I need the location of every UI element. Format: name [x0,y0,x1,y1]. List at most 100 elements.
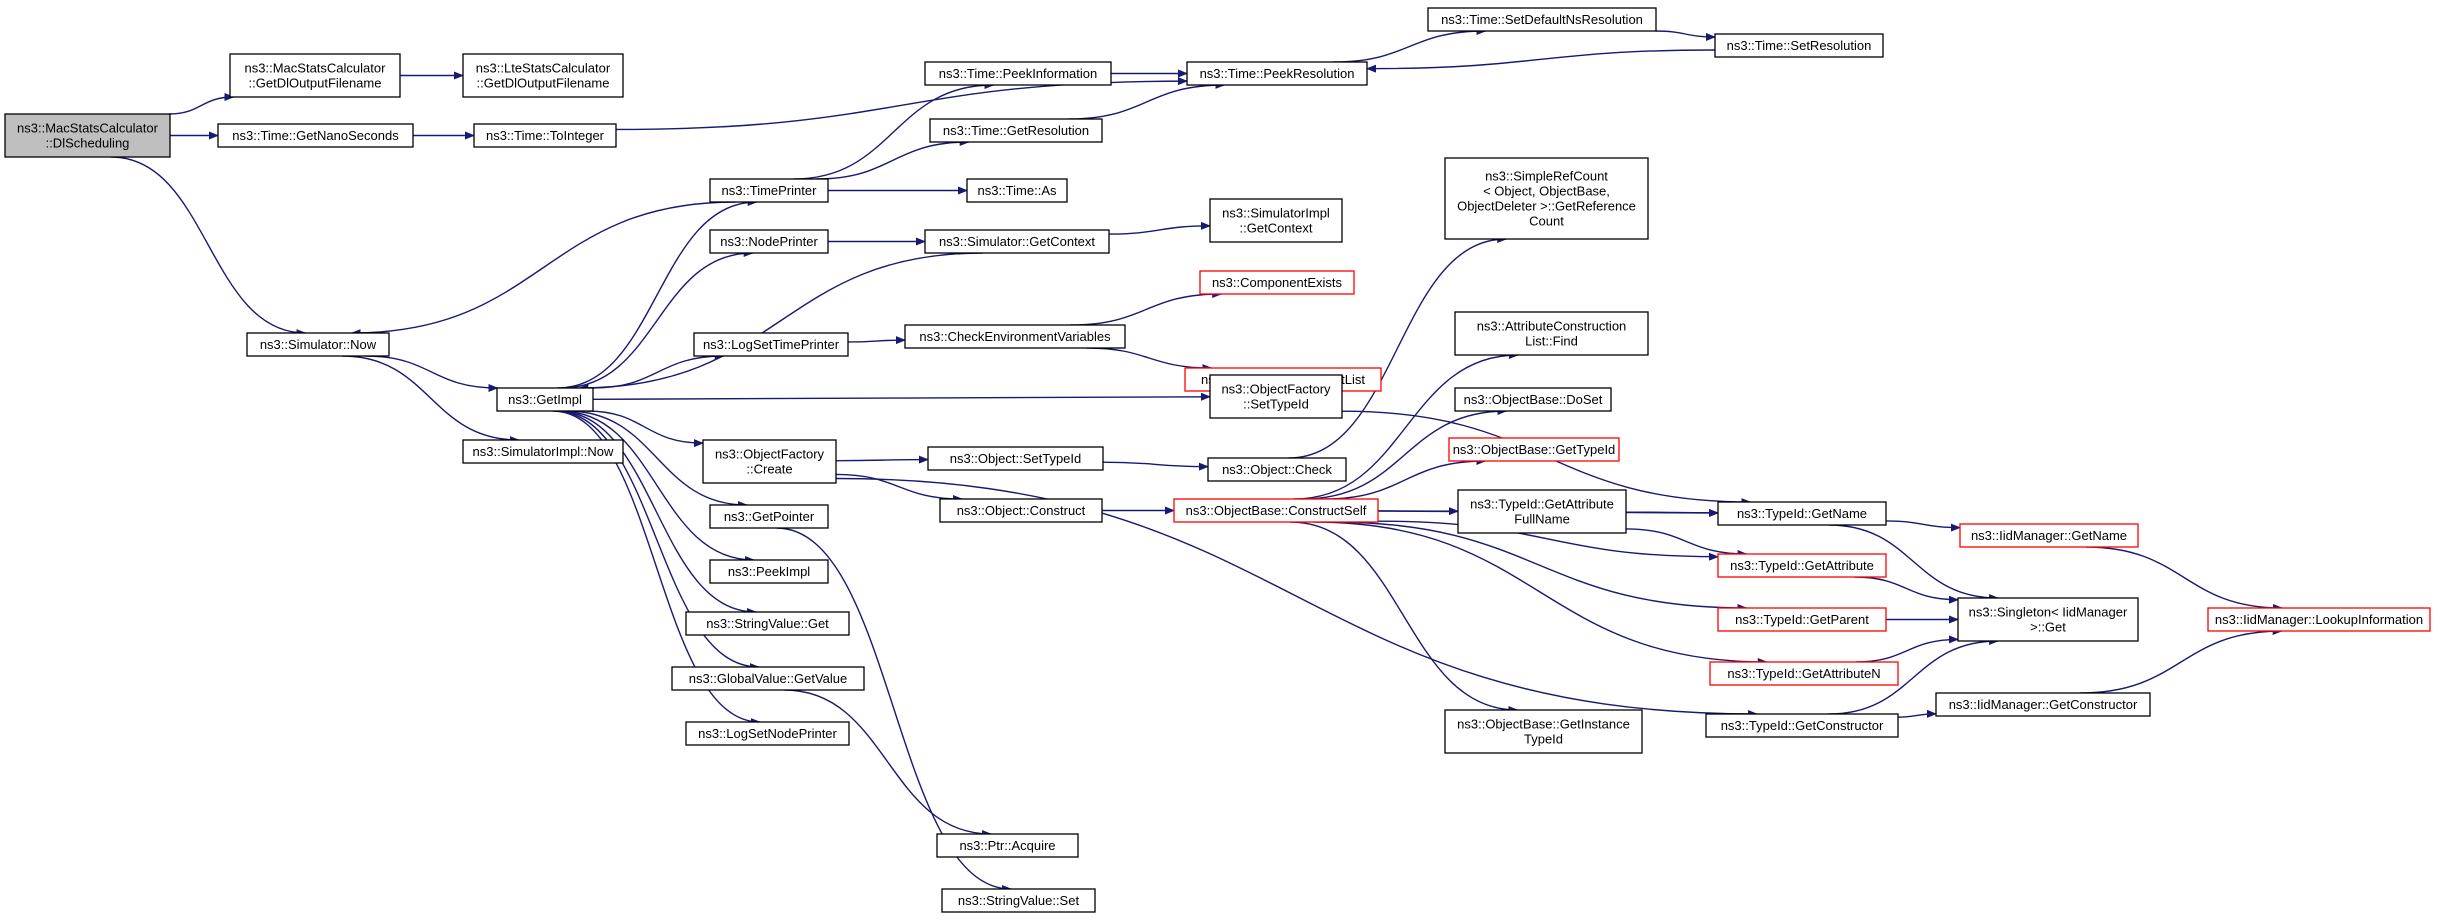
graph-node-box [924,61,1112,86]
graph-node[interactable]: ns3::GlobalValue::GetValue [671,666,865,691]
graph-node-label: ns3::IidManager::GetName [1971,528,2127,543]
graph-node-box [1717,501,1887,526]
graph-node[interactable]: ns3::Time::GetResolution [929,118,1103,143]
graph-node[interactable]: ns3::TypeId::GetAttribute [1717,553,1887,578]
graph-node[interactable]: ns3::TypeId::GetAttributeN [1709,661,1899,686]
graph-node[interactable]: ns3::CheckEnvironmentVariables [904,324,1126,349]
graph-node[interactable]: ns3::MacStatsCalculator::GetDlOutputFile… [229,53,401,98]
graph-node[interactable]: ns3::SimulatorImpl::GetContext [1209,198,1343,243]
graph-node-label: ns3::LteStatsCalculator [476,61,611,76]
graph-node-label: ns3::Time::ToInteger [486,128,605,143]
call-edge [1377,520,1719,561]
graph-node-label: ns3::TypeId::GetParent [1735,612,1869,627]
graph-node-label: ns3::TypeId::GetAttribute [1470,497,1614,512]
call-edge [1331,521,1748,612]
graph-node[interactable]: ns3::Time::ToInteger [473,123,617,148]
graph-node[interactable]: ns3::GetPointer [709,504,829,529]
graph-node-label: ns3::Time::SetDefaultNsResolution [1441,12,1643,27]
graph-node[interactable]: ns3::Singleton< IidManager>::Get [1957,597,2139,642]
graph-node-box [693,332,849,357]
graph-node[interactable]: ns3::ObjectBase::ConstructSelf [1173,498,1379,523]
graph-node-box [941,888,1096,913]
graph-node-label: ns3::LogSetTimePrinter [703,337,840,352]
graph-node[interactable]: ns3::Simulator::Now [246,332,390,357]
call-edge [1324,457,1487,500]
graph-node[interactable]: ns3::Time::SetDefaultNsResolution [1427,7,1657,32]
graph-node[interactable]: ns3::Time::PeekInformation [924,61,1112,86]
graph-node[interactable]: ns3::Time::PeekResolution [1186,61,1368,86]
call-edge [1313,521,1768,666]
call-edge [1289,521,1519,714]
call-edge [552,410,761,726]
graph-node[interactable]: ns3::ObjectFactory::SetTypeId [1209,374,1343,419]
graph-node[interactable]: ns3::ObjectBase::DoSet [1454,387,1612,412]
graph-node[interactable]: ns3::ObjectBase::GetTypeId [1448,437,1620,462]
graph-node-box [904,324,1126,349]
call-edge [557,198,758,389]
graph-node-box [1209,198,1343,243]
call-edge [1366,49,1716,73]
graph-node[interactable]: ns3::IidManager::GetName [1959,523,2139,548]
graph-node-box [966,178,1068,203]
graph-node-label: ns3::StringValue::Get [706,616,829,631]
graph-node-box [1199,270,1355,295]
graph-node[interactable]: ns3::Object::Check [1207,457,1347,482]
graph-node[interactable]: ns3::LteStatsCalculator::GetDlOutputFile… [462,53,624,98]
graph-node[interactable]: ns3::TypeId::GetName [1717,501,1887,526]
call-edge [111,156,307,337]
graph-node-box [1209,374,1343,419]
graph-node[interactable]: ns3::Time::GetNanoSeconds [217,123,414,148]
graph-node-box [496,387,594,412]
graph-node-box [709,504,829,529]
graph-node-box [2207,607,2431,632]
graph-node[interactable]: ns3::Time::SetResolution [1714,33,1884,58]
graph-node[interactable]: ns3::MacStatsCalculator::DlScheduling [4,113,171,158]
call-edge [169,93,235,115]
call-edge [1625,528,1748,558]
graph-node[interactable]: ns3::ObjectFactory::Create [702,439,837,484]
graph-node[interactable]: ns3::Object::SetTypeId [927,446,1104,471]
call-edge [1655,30,1716,42]
call-edge [1828,524,2000,602]
graph-node[interactable]: ns3::PeekImpl [709,559,829,584]
graph-node-box [1454,311,1649,356]
call-edge [556,410,758,616]
call-edge [835,477,1759,718]
call-edge [1625,508,1719,517]
call-edge [1828,637,2000,715]
graph-node[interactable]: ns3::TimePrinter [709,178,829,203]
graph-node[interactable]: ns3::SimpleRefCount< Object, ObjectBase,… [1444,157,1649,240]
graph-node[interactable]: ns3::LogSetNodePrinter [685,721,850,746]
graph-node[interactable]: ns3::TypeId::GetParent [1717,607,1887,632]
graph-node-label: ns3::Ptr::Acquire [959,838,1055,853]
graph-node[interactable]: ns3::Time::As [966,178,1068,203]
graph-node-label: ns3::LogSetNodePrinter [698,726,837,741]
graph-node[interactable]: ns3::GetImpl [496,387,594,412]
graph-node[interactable]: ns3::Simulator::GetContext [924,229,1110,254]
graph-node[interactable]: ns3::SimulatorImpl::Now [462,439,624,464]
graph-node[interactable]: ns3::StringValue::Set [941,888,1096,913]
graph-node[interactable]: ns3::Ptr::Acquire [936,833,1079,858]
graph-node-label: ::Create [746,462,792,477]
graph-node-box [1444,157,1649,240]
graph-node-box [709,229,829,254]
graph-node[interactable]: ns3::IidManager::GetConstructor [1935,692,2151,717]
graph-node-label: ns3::ObjectBase::DoSet [1464,392,1603,407]
graph-node[interactable]: ns3::NodePrinter [709,229,829,254]
call-edge [2080,627,2283,694]
call-edge [1885,520,1961,532]
graph-node-box [473,123,617,148]
graph-node[interactable]: ns3::TypeId::GetConstructor [1705,713,1899,738]
graph-node[interactable]: ns3::Object::Construct [939,498,1103,523]
graph-node[interactable]: ns3::StringValue::Get [685,611,850,636]
graph-node[interactable]: ns3::IidManager::LookupInformation [2207,607,2431,632]
graph-node-label: ns3::Object::Construct [957,503,1086,518]
graph-node[interactable]: ns3::LogSetTimePrinter [693,332,849,357]
graph-node[interactable]: ns3::ComponentExists [1199,270,1355,295]
graph-node-label: ns3::TypeId::GetConstructor [1721,718,1884,733]
call-edge [1897,709,1937,718]
